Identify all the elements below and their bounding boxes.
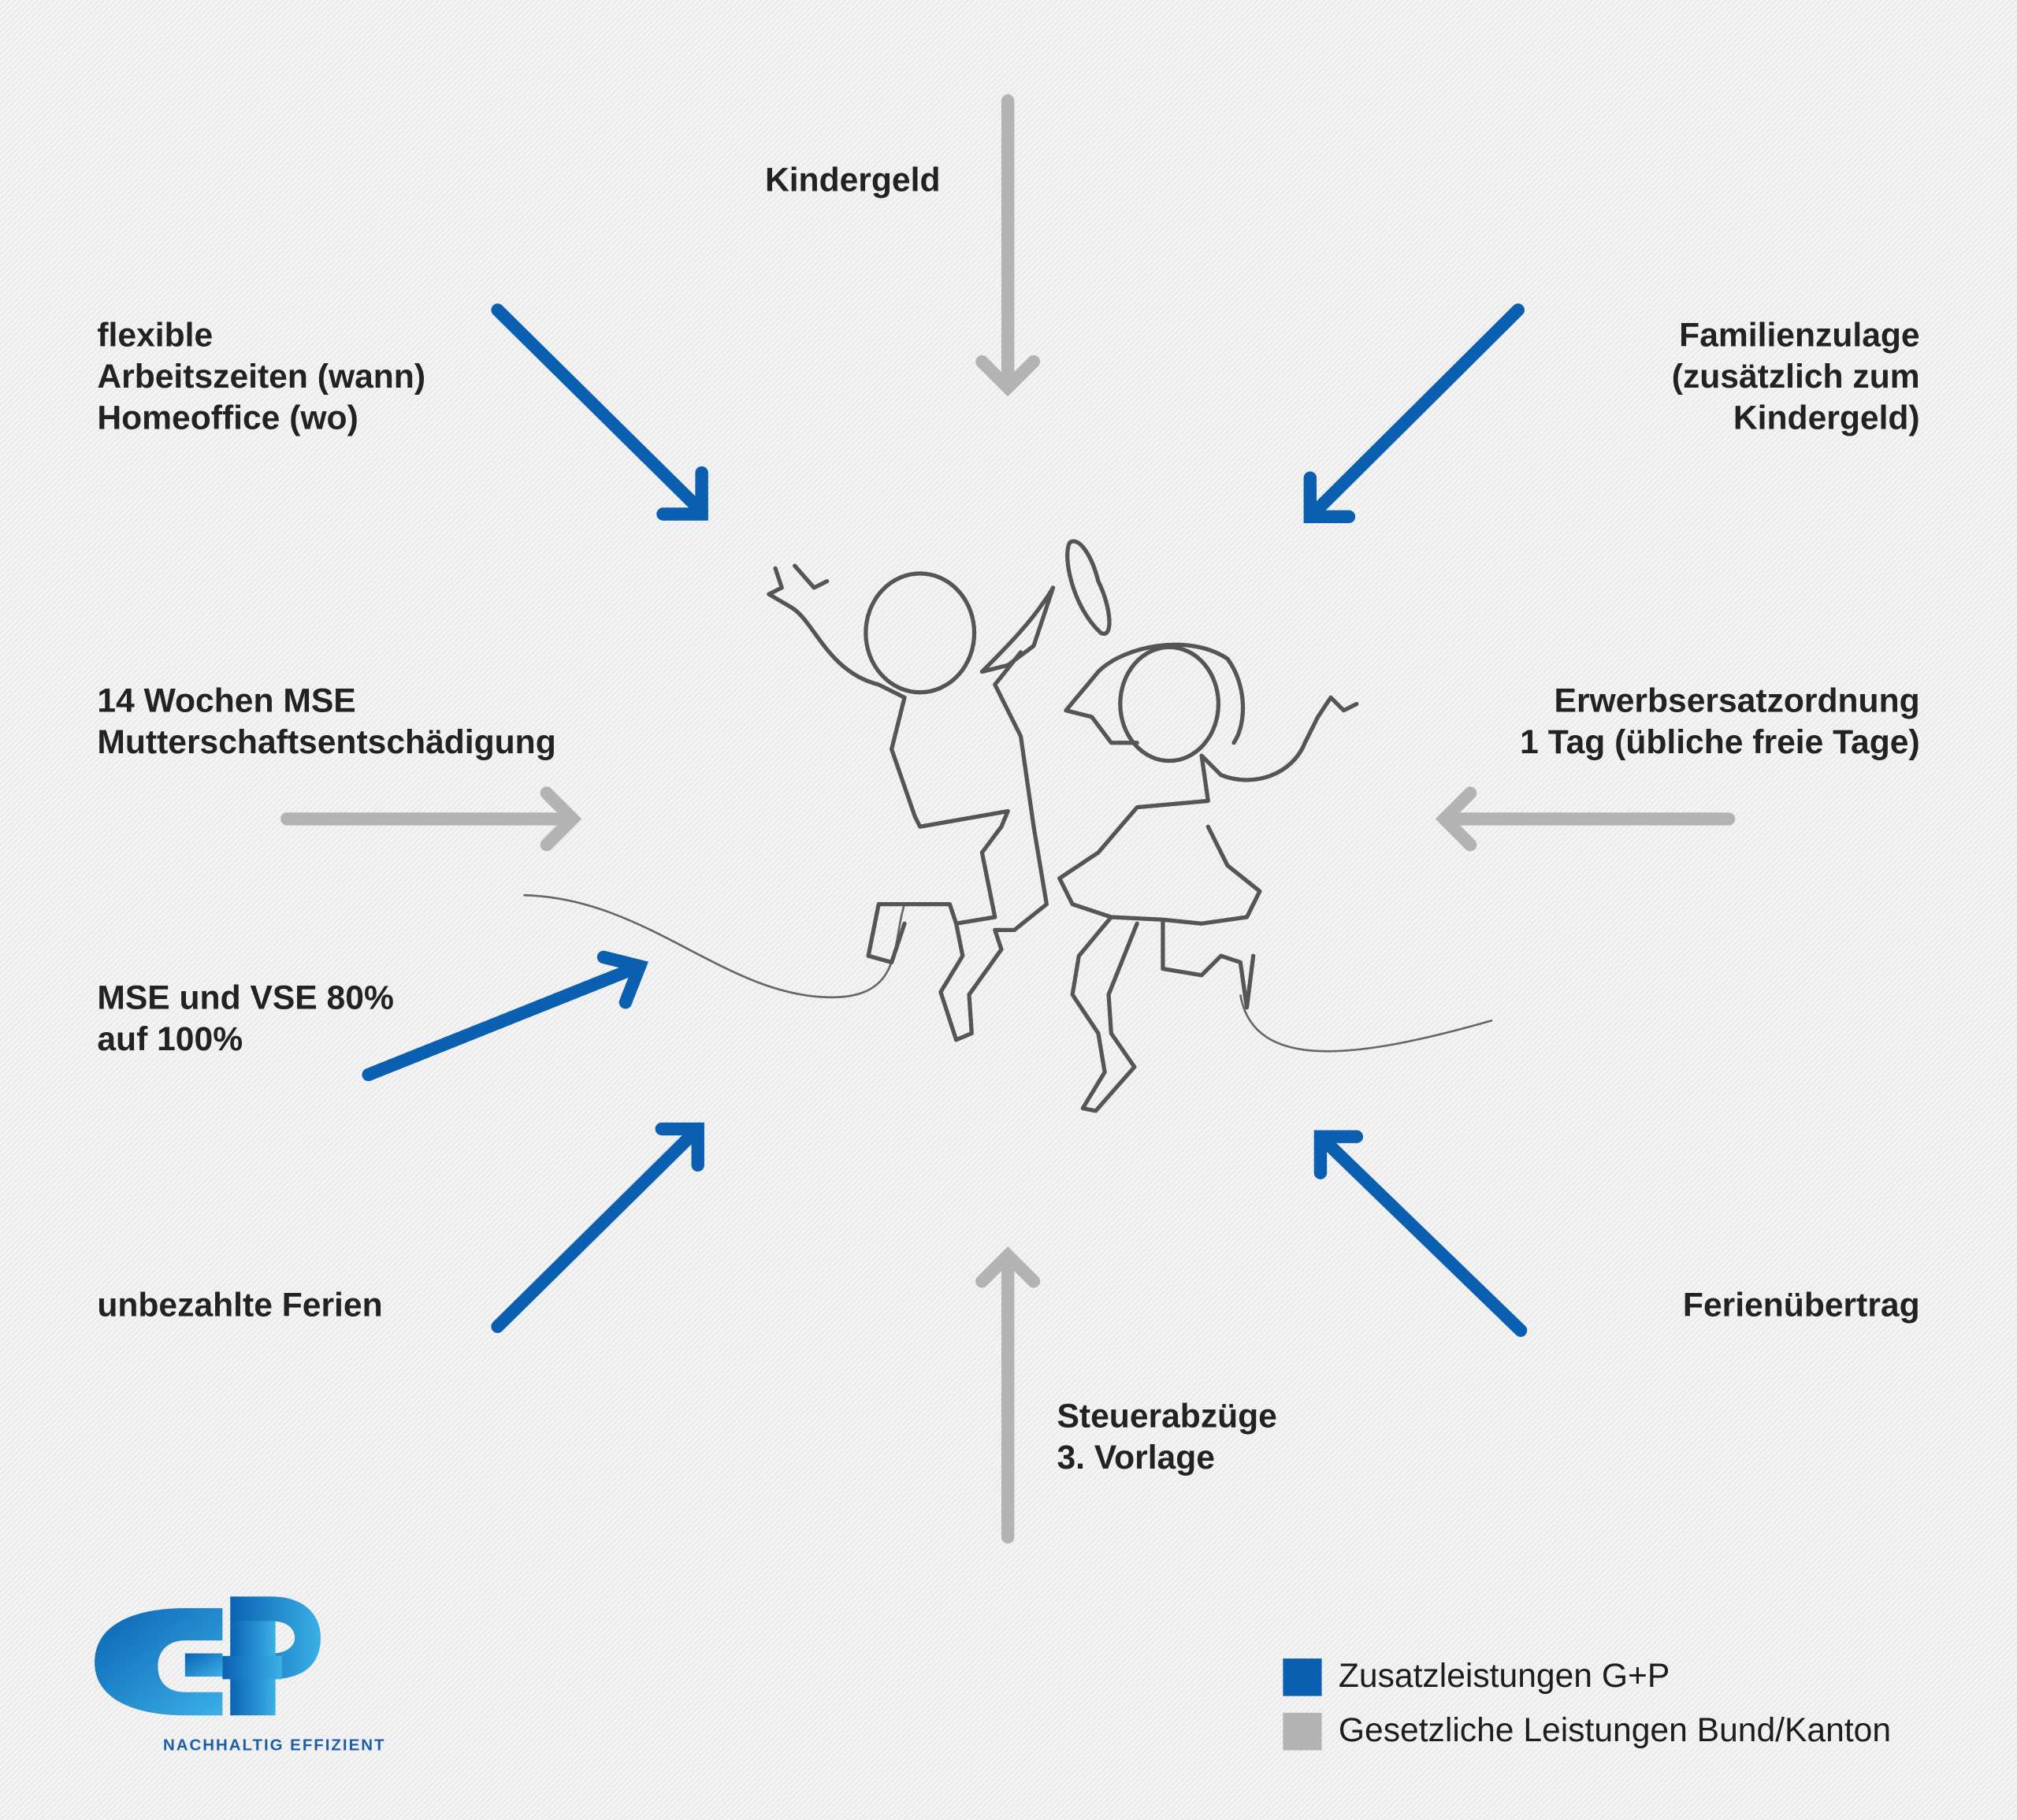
label-mse-vse: MSE und VSE 80% auf 100% [97, 979, 393, 1057]
gp-logo: NACHHALTIG EFFIZIENT [95, 1596, 385, 1754]
label-line: 3. Vorlage [1057, 1439, 1215, 1476]
arrow-eo [1435, 786, 1736, 852]
label-line: MSE und VSE 80% [97, 979, 393, 1016]
label-line: Arbeitszeiten (wann) [97, 358, 425, 396]
label-line: 14 Wochen MSE [97, 682, 355, 719]
logo-tagline: NACHHALTIG EFFIZIENT [163, 1736, 385, 1754]
arrow-ferienuebertrag [1313, 1130, 1528, 1337]
legend-swatch-gray [1283, 1712, 1322, 1751]
label-unbezahlt: unbezahlte Ferien [97, 1287, 382, 1324]
label-flexible: flexible Arbeitszeiten (wann) Homeoffice… [97, 316, 425, 436]
legend-label: Gesetzliche Leistungen Bund/Kanton [1339, 1711, 1891, 1749]
arrow-familienzulage [1303, 303, 1525, 523]
label-line: (zusätzlich zum [1672, 358, 1920, 396]
label-ferienuebertrag: Ferienübertrag [1683, 1287, 1920, 1324]
label-kindergeld: Kindergeld [765, 162, 941, 199]
arrow-mse-vse [362, 950, 648, 1082]
label-line: Homeoffice (wo) [97, 399, 358, 436]
legend-item-zusatzleistungen: Zusatzleistungen G+P [1283, 1657, 1670, 1696]
label-line: Steuerabzüge [1057, 1398, 1276, 1436]
legend-swatch-blue [1283, 1658, 1322, 1696]
jumping-children-illustration [523, 539, 1493, 1113]
legend-label: Zusatzleistungen G+P [1339, 1657, 1670, 1695]
arrow-steuer [975, 1246, 1041, 1544]
label-line: Kindergeld) [1733, 399, 1920, 436]
label-steuer: Steuerabzüge 3. Vorlage [1057, 1398, 1276, 1476]
arrow-unbezahlt [491, 1122, 704, 1333]
arrow-flexible [491, 303, 708, 521]
label-line: flexible [97, 316, 213, 354]
label-eo: Erwerbsersatzordnung 1 Tag (übliche frei… [1520, 682, 1919, 760]
arrow-kindergeld [975, 94, 1041, 397]
label-line: 1 Tag (übliche freie Tage) [1520, 723, 1919, 761]
label-line: Familienzulage [1679, 316, 1919, 354]
label-line: Erwerbsersatzordnung [1555, 682, 1920, 719]
legend: Zusatzleistungen G+P Gesetzliche Leistun… [1283, 1657, 1891, 1751]
legend-item-gesetzliche: Gesetzliche Leistungen Bund/Kanton [1283, 1711, 1891, 1751]
label-line: auf 100% [97, 1020, 243, 1058]
label-line: Mutterschaftsentschädigung [97, 723, 555, 761]
label-familienzulage: Familienzulage (zusätzlich zum Kindergel… [1672, 316, 1920, 436]
arrow-mse14 [280, 786, 582, 852]
label-mse14: 14 Wochen MSE Mutterschaftsentschädigung [97, 682, 555, 760]
